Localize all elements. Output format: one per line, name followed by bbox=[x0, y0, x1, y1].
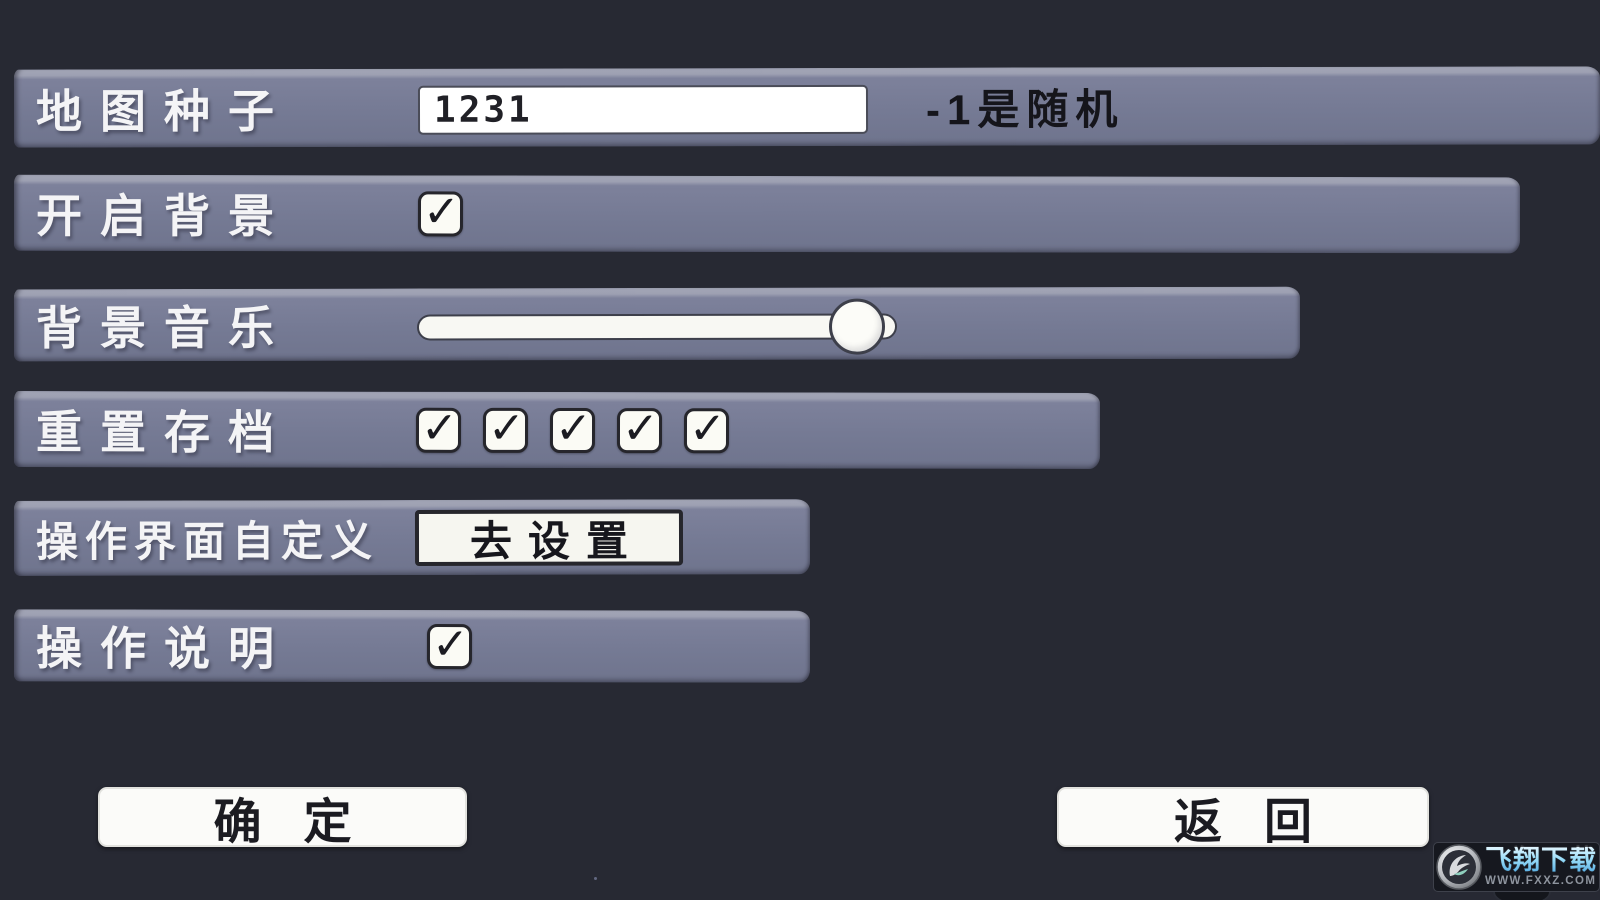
fxxz-watermark: 飞翔下载 WWW.FXXZ.COM bbox=[1433, 842, 1600, 892]
enable-background-checkbox[interactable]: ✓ bbox=[417, 186, 464, 237]
reset-save-checkbox-5[interactable]: ✓ bbox=[683, 403, 730, 454]
reset-save-label: 重置存档 bbox=[35, 406, 293, 459]
background-music-label: 背景音乐 bbox=[35, 301, 293, 355]
watermark-site-url: WWW.FXXZ.COM bbox=[1485, 874, 1597, 887]
check-icon: ✓ bbox=[421, 403, 458, 453]
setting-row-background-music: 背景音乐 bbox=[13, 286, 1301, 362]
check-icon: ✓ bbox=[432, 619, 469, 669]
setting-row-map-seed: 地图种子 -1是随机 bbox=[13, 66, 1600, 148]
confirm-button[interactable]: 确定 bbox=[98, 787, 467, 849]
reset-save-checkbox-2[interactable]: ✓ bbox=[482, 403, 529, 453]
enable-background-label: 开启背景 bbox=[35, 189, 293, 243]
check-icon: ✓ bbox=[488, 403, 525, 453]
check-icon: ✓ bbox=[423, 186, 460, 236]
map-seed-hint: -1是随机 bbox=[925, 85, 1125, 134]
watermark-site-name: 飞翔下载 bbox=[1485, 844, 1597, 875]
setting-row-reset-save: 重置存档 ✓ ✓ ✓ ✓ ✓ bbox=[13, 391, 1101, 469]
music-volume-slider[interactable] bbox=[416, 298, 898, 355]
music-slider-handle[interactable] bbox=[828, 298, 885, 355]
reset-save-checkbox-3[interactable]: ✓ bbox=[549, 403, 596, 454]
watermark-texts: 飞翔下载 WWW.FXXZ.COM bbox=[1485, 844, 1597, 888]
setting-row-enable-background: 开启背景 ✓ bbox=[13, 174, 1521, 254]
setting-row-ui-customize: 操作界面自定义 去设置 bbox=[13, 499, 811, 576]
ui-customize-label: 操作界面自定义 bbox=[35, 517, 380, 565]
instructions-label: 操作说明 bbox=[35, 622, 293, 675]
check-icon: ✓ bbox=[622, 403, 659, 453]
back-button[interactable]: 返回 bbox=[1057, 787, 1429, 849]
map-seed-input[interactable] bbox=[417, 84, 869, 135]
check-icon: ✓ bbox=[555, 403, 592, 453]
check-icon: ✓ bbox=[689, 403, 726, 453]
map-seed-label: 地图种子 bbox=[35, 85, 293, 138]
reset-save-checkbox-4[interactable]: ✓ bbox=[616, 403, 663, 454]
goto-settings-button[interactable]: 去设置 bbox=[414, 509, 684, 566]
instructions-checkbox[interactable]: ✓ bbox=[426, 619, 473, 670]
setting-row-instructions: 操作说明 ✓ bbox=[13, 609, 811, 683]
reset-save-checkbox-1[interactable]: ✓ bbox=[415, 403, 462, 453]
dust-speck bbox=[594, 877, 597, 880]
fxxz-logo-icon bbox=[1436, 844, 1482, 890]
